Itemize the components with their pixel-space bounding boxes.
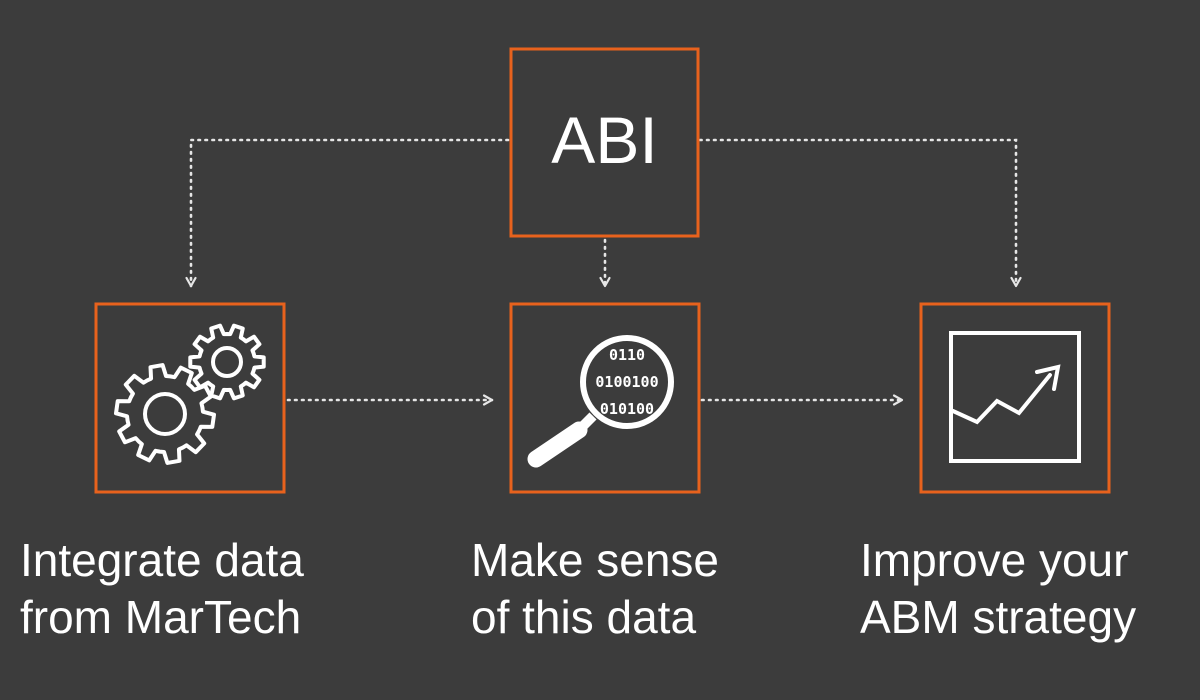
binary-line-3: 010100	[600, 400, 654, 418]
binary-line-1: 0110	[609, 346, 645, 364]
caption-integrate-line-1: Integrate data	[20, 534, 304, 586]
caption-improve-line-1: Improve your	[860, 534, 1129, 586]
caption-makesense-line-2: of this data	[471, 591, 697, 643]
makesense-box: 0110 0100100 010100	[509, 302, 701, 494]
abi-label: ABI	[551, 103, 657, 177]
gears-icon	[114, 323, 266, 465]
magnifier-binary-icon: 0110 0100100 010100	[527, 335, 674, 468]
binary-line-2: 0100100	[595, 373, 658, 391]
caption-makesense: Make sense of this data	[471, 532, 719, 646]
caption-improve: Improve your ABM strategy	[860, 532, 1136, 646]
connector-abi-to-improve	[698, 138, 1022, 288]
abi-box: ABI	[509, 47, 700, 238]
caption-makesense-line-1: Make sense	[471, 534, 720, 586]
integrate-box	[94, 302, 286, 494]
connector-abi-to-integrate	[185, 138, 510, 288]
caption-integrate: Integrate data from MarTech	[20, 532, 304, 646]
caption-improve-line-2: ABM strategy	[860, 591, 1137, 643]
caption-integrate-line-2: from MarTech	[20, 591, 302, 643]
rising-chart-icon	[949, 331, 1081, 463]
improve-box	[919, 302, 1111, 494]
